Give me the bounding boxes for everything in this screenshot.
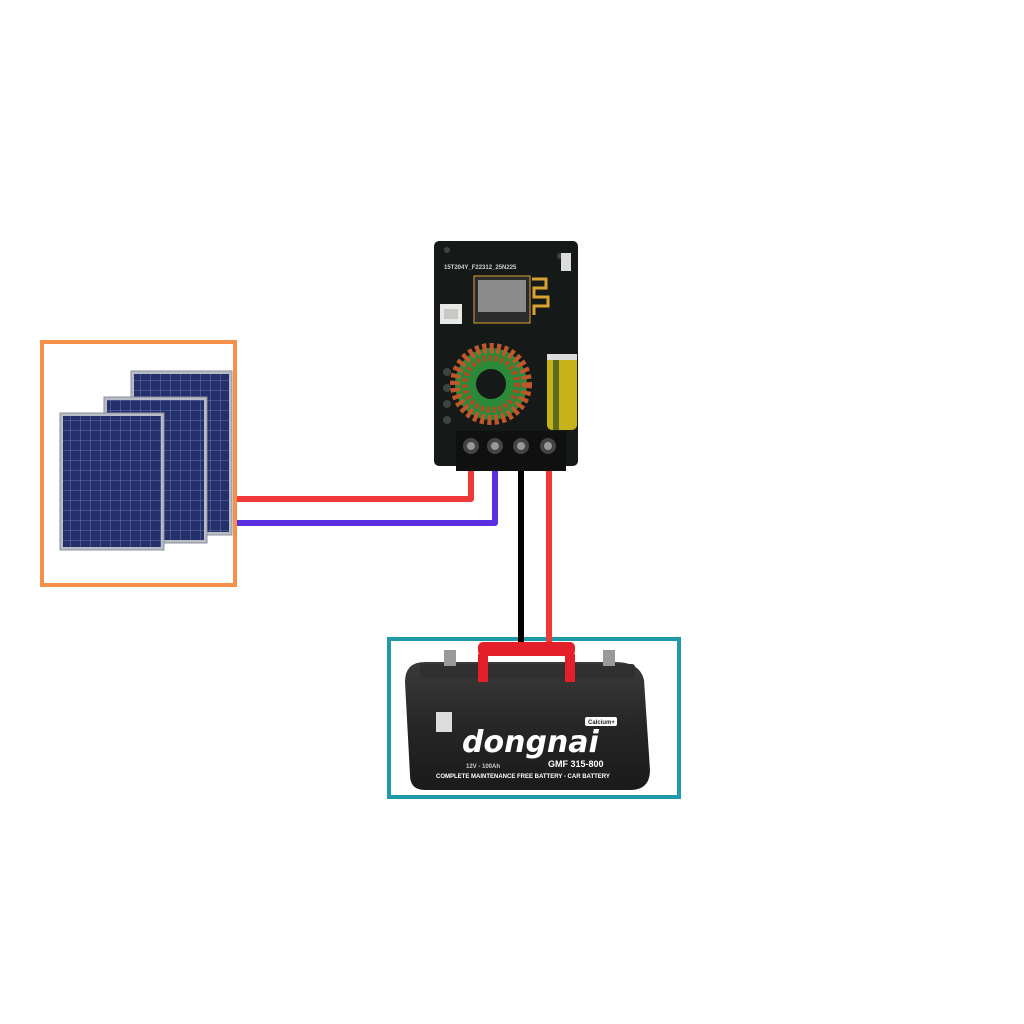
battery-model: GMF 315-800 [548,759,604,769]
battery-badge: Calcium+ [588,720,615,726]
toroid-inductor [450,343,532,425]
battery-brand: dongnai [462,725,600,760]
charge-controller-board: 15T204Y_F22312_25N225 [434,241,578,471]
terminal-block [456,431,566,471]
solar-panel-front [59,412,165,551]
battery-frame [387,637,681,799]
board-silkscreen-label: 15T204Y_F22312_25N225 [444,265,517,271]
car-battery: dongnai GMF 315-800 COMPLETE MAINTENANCE… [405,642,650,790]
solar-panel-group-frame [40,340,237,587]
pv-negative-wire [237,450,498,526]
capacitor [547,354,577,430]
battery-rating: 12V - 100Ah [466,764,500,770]
battery-tagline: COMPLETE MAINTENANCE FREE BATTERY - CAR … [436,774,610,780]
